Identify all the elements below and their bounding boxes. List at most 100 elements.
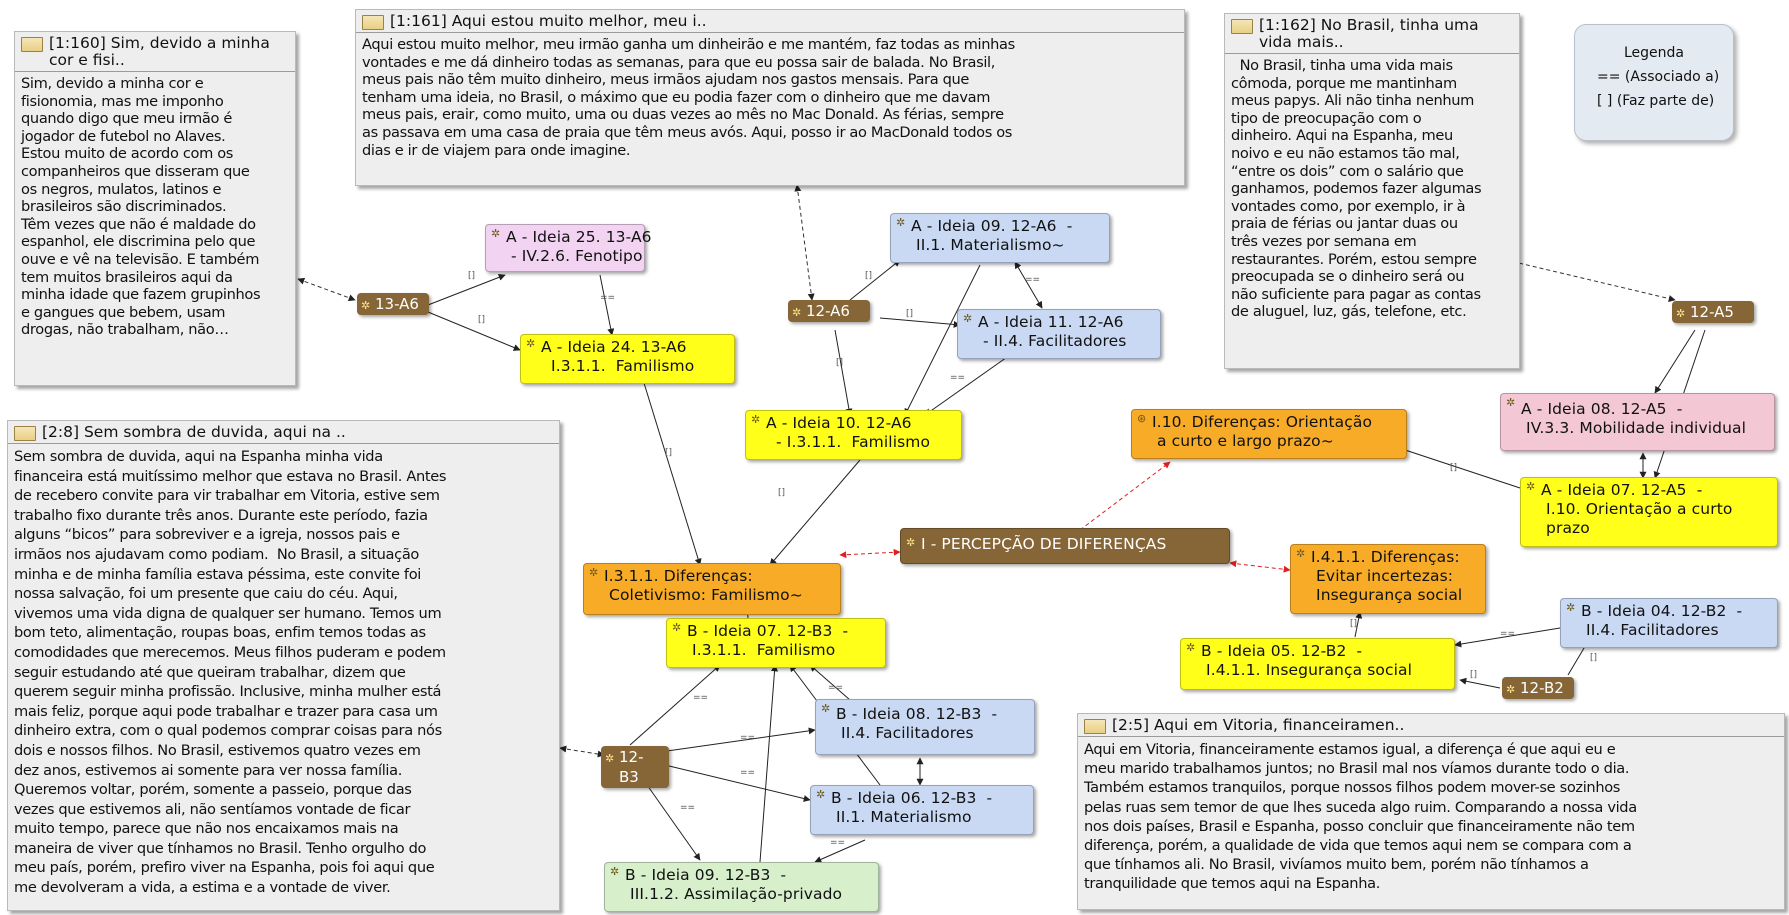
quote-line: diferença, porém, a qualidade de vida qu… xyxy=(1084,837,1632,855)
quote-line: vontades como, por exemplo, ir à xyxy=(1231,197,1466,215)
node-a-ideia-24[interactable]: ✲A - Ideia 24. 13-A6 I.3.1.1. Familismo xyxy=(520,334,735,384)
quote-line: meus pais não têm muito dinheiro, meus i… xyxy=(362,71,970,89)
quote-line: restaurantes. Porém, estou sempre xyxy=(1231,250,1477,268)
quote-line: praia de férias ou jantar duas ou xyxy=(1231,215,1458,233)
node-b-ideia-09[interactable]: ✲B - Ideia 09. 12-B3 - III.1.2. Assimila… xyxy=(604,862,879,912)
quote-line: dez anos, estivemos ai somente para ver … xyxy=(14,761,403,779)
code-icon: ✲ xyxy=(792,306,802,319)
quote-2-8[interactable]: [2:8] Sem sombra de duvida, aqui na .. S… xyxy=(7,420,560,911)
node-a-ideia-10[interactable]: ✲A - Ideia 10. 12-A6 - I.3.1.1. Familism… xyxy=(745,410,962,460)
link-a25-a24 xyxy=(599,274,615,336)
link-label: [] xyxy=(1350,619,1357,629)
link-b04-b05 xyxy=(1454,627,1561,648)
quote-1-162[interactable]: [1:162] No Brasil, tinha uma vida mais..… xyxy=(1224,13,1520,369)
link-a07-i10 xyxy=(1389,443,1521,489)
link-label: [] xyxy=(468,271,475,281)
node-percepcao-diferencas[interactable]: ✲I - PERCEPÇÃO DE DIFERENÇAS xyxy=(900,528,1230,564)
link-label: [] xyxy=(1590,653,1597,663)
node-i-3-1-1-coletivismo[interactable]: ✲I.3.1.1. Diferenças: Coletivismo: Famil… xyxy=(583,563,841,615)
code-icon: ✲ xyxy=(361,299,371,312)
code-icon: ✲ xyxy=(963,312,973,325)
legend-associated: == (Associado a) xyxy=(1597,69,1720,85)
node-a-ideia-25[interactable]: ✲A - Ideia 25. 13-A6 - IV.2.6. Fenotipo xyxy=(485,224,652,272)
quote-line: dinheiro extra, com o qual podemos compr… xyxy=(14,722,442,740)
node-b-ideia-04[interactable]: ✲B - Ideia 04. 12-B2 - II.4. Facilitador… xyxy=(1560,598,1778,648)
quote-1-161[interactable]: [1:161] Aqui estou muito melhor, meu i..… xyxy=(355,9,1185,186)
quote-header: [1:161] Aqui estou muito melhor, meu i.. xyxy=(356,10,1184,32)
tag-12-b3[interactable]: ✲12-B3 xyxy=(601,746,669,788)
tag-12-b2[interactable]: ✲12-B2 xyxy=(1502,677,1574,699)
link-label: == xyxy=(1500,629,1515,639)
code-icon: ✲ xyxy=(1526,480,1536,493)
quote-line: nossa salvação, foi um presente que caiu… xyxy=(14,585,398,603)
quote-line: meus papys. Ali não tinha nenhum xyxy=(1231,92,1475,110)
quote-title: [2:5] Aqui em Vitoria, financeiramen.. xyxy=(1112,716,1405,734)
quote-title: [1:161] Aqui estou muito melhor, meu i.. xyxy=(390,12,707,30)
code-icon: ✲ xyxy=(1296,547,1306,560)
link-label: == xyxy=(950,373,965,383)
link-b08-b07 xyxy=(809,664,851,701)
node-a-ideia-09[interactable]: ✲A - Ideia 09. 12-A6 - II.1. Materialism… xyxy=(890,213,1110,263)
link-b09-b07 xyxy=(759,664,779,863)
quote-text: Aqui em Vitoria, financeiramente estamos… xyxy=(1078,736,1784,896)
quote-line: drogas, não trabalham, não… xyxy=(21,321,229,339)
quote-line: preocupada se o dinheiro será ou xyxy=(1231,268,1465,286)
quote-line: muito tempo, parece que não nos encaixam… xyxy=(14,820,399,838)
quote-line: não suficiente para pagar as contas xyxy=(1231,285,1481,303)
quote-line: espanhol, ele discrimina pelo que xyxy=(21,233,256,251)
code-icon: ✲ xyxy=(1566,601,1576,614)
quote-line: as passava em uma casa de praia que têm … xyxy=(362,123,1013,141)
node-b-ideia-06[interactable]: ✲B - Ideia 06. 12-B3 - II.1. Materialism… xyxy=(810,785,1034,835)
node-b-ideia-08[interactable]: ✲B - Ideia 08. 12-B3 - II.4. Facilitador… xyxy=(815,699,1035,755)
link-b06-b09 xyxy=(814,839,866,863)
link-12a5-a08a xyxy=(1654,329,1696,394)
tag-12-a5[interactable]: ✲12-A5 xyxy=(1672,301,1754,323)
code-icon: ✲ xyxy=(526,337,536,350)
quote-1-160[interactable]: [1:160] Sim, devido a minha cor e fisi..… xyxy=(14,31,296,386)
node-b-ideia-07[interactable]: ✲B - Ideia 07. 12-B3 - I.3.1.1. Familism… xyxy=(666,618,886,668)
link-12b3-b08 xyxy=(659,727,816,753)
quote-2-5[interactable]: [2:5] Aqui em Vitoria, financeiramen.. A… xyxy=(1077,713,1785,910)
link-q162-12a5 xyxy=(1484,253,1676,302)
node-i-10-orientacao[interactable]: ⊛I.10. Diferenças: Orientação a curto e … xyxy=(1131,409,1407,459)
link-label: == xyxy=(600,293,615,303)
quote-line: Estou muito de acordo com os xyxy=(21,145,234,163)
quote-line: bom teto, alimentação, roupas boas, enfi… xyxy=(14,624,426,642)
node-a-ideia-07[interactable]: ✲A - Ideia 07. 12-A5 - I.10. Orientação … xyxy=(1520,477,1778,547)
link-i3-perc xyxy=(839,548,901,559)
tag-12-a6[interactable]: ✲12-A6 xyxy=(788,300,870,322)
link-label: [] xyxy=(906,309,913,319)
link-perc-i10 xyxy=(1079,461,1171,531)
quote-line: alguns “bicos” para sobreviver e a igrej… xyxy=(14,526,400,544)
link-label: == xyxy=(693,693,708,703)
code-icon: ✲ xyxy=(1506,396,1516,409)
quote-line: meu marido trabalhamos juntos; no Brasil… xyxy=(1084,760,1630,778)
quote-title: [2:8] Sem sombra de duvida, aqui na .. xyxy=(42,423,346,441)
node-a-ideia-08[interactable]: ✲A - Ideia 08. 12-A5 - IV.3.3. Mobilidad… xyxy=(1500,393,1775,451)
quote-text: Sem sombra de duvida, aqui na Espanha mi… xyxy=(8,443,559,900)
quote-line: me devolveram a vida, a estima e a vonta… xyxy=(14,879,391,897)
link-label: [] xyxy=(865,271,872,281)
quote-line: quando digo que meu irmão é xyxy=(21,110,232,128)
code-icon: ✲ xyxy=(821,702,831,715)
quote-line: e gangues que bebem, usam xyxy=(21,303,226,321)
code-icon: ✲ xyxy=(610,865,620,878)
quote-line: financeira está muitíssimo melhor que es… xyxy=(14,467,447,485)
code-icon: ✲ xyxy=(751,413,761,426)
quote-line: meu país, porém, prefiro viver na Espanh… xyxy=(14,859,435,877)
node-a-ideia-11[interactable]: ✲A - Ideia 11. 12-A6 - II.4. Facilitador… xyxy=(957,309,1161,359)
code-icon: ✲ xyxy=(589,566,599,579)
legend-part-of: [ ] (Faz parte de) xyxy=(1597,93,1715,109)
link-label: [] xyxy=(836,358,843,368)
node-i-4-1-1-inseguranca[interactable]: ✲I.4.1.1. Diferenças: Evitar incertezas:… xyxy=(1290,544,1486,614)
tag-13-a6[interactable]: ✲13-A6 xyxy=(357,293,429,315)
document-icon xyxy=(1231,19,1253,34)
legend-box: Legenda == (Associado a) [ ] (Faz parte … xyxy=(1574,24,1734,141)
code-icon: ✲ xyxy=(672,621,682,634)
quote-title: [1:160] Sim, devido a minha cor e fisi.. xyxy=(49,34,270,69)
node-b-ideia-05[interactable]: ✲B - Ideia 05. 12-B2 - I.4.1.1. Insegura… xyxy=(1180,638,1455,690)
quote-line: companheiros que disseram que xyxy=(21,162,250,180)
quote-line: Aqui estou muito melhor, meu irmão ganha… xyxy=(362,36,1015,53)
link-12b3-b06 xyxy=(664,764,811,802)
